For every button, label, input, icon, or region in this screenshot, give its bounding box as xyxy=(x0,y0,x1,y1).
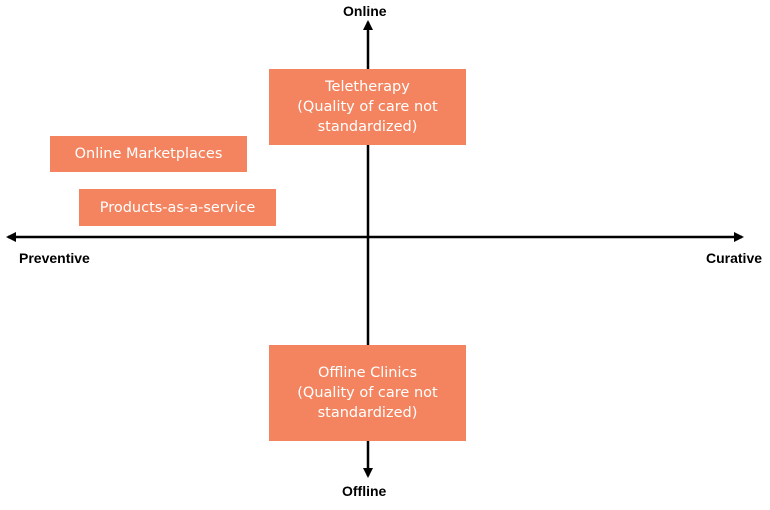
axis-label-online: Online xyxy=(343,3,387,19)
axis-label-offline: Offline xyxy=(342,483,387,499)
offline-clinics-note-line-1: (Quality of care not xyxy=(297,385,438,401)
offline-clinics-box: Offline Clinics (Quality of care not sta… xyxy=(269,345,466,441)
teletherapy-box: Teletherapy (Quality of care not standar… xyxy=(269,69,466,145)
products-as-a-service-title: Products-as-a-service xyxy=(99,199,256,216)
products-as-a-service-box: Products-as-a-service xyxy=(79,189,276,226)
teletherapy-note-line-2: standardized) xyxy=(317,119,418,135)
offline-clinics-note-line-2: standardized) xyxy=(317,405,418,421)
online-marketplaces-title: Online Marketplaces xyxy=(74,146,223,162)
online-marketplaces-box: Online Marketplaces xyxy=(50,136,247,172)
teletherapy-note-line-1: (Quality of care not xyxy=(297,99,438,115)
teletherapy-title: Teletherapy xyxy=(325,79,410,95)
axis-label-curative: Curative xyxy=(706,250,763,266)
axis-label-preventive: Preventive xyxy=(19,250,90,266)
offline-clinics-title: Offline Clinics xyxy=(317,365,418,381)
